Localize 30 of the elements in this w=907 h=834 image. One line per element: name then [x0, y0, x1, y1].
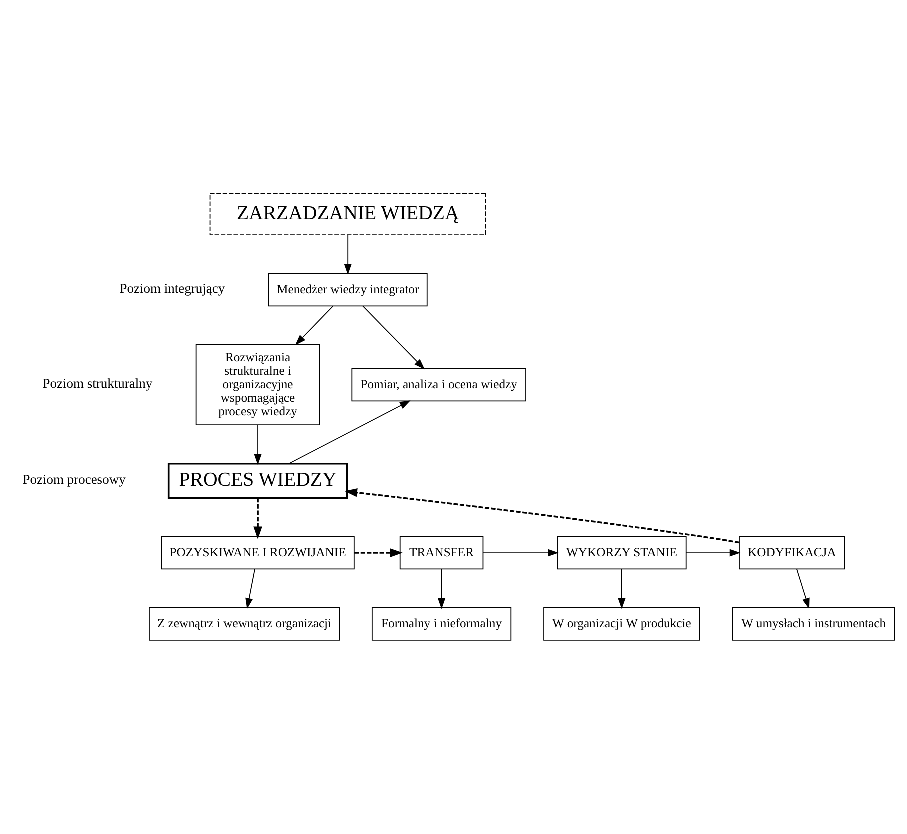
- node-box: KODYFIKACJA: [739, 536, 846, 570]
- label: Poziom strukturalny: [42, 376, 153, 392]
- node-box: WYKORZY STANIE: [557, 536, 687, 570]
- arrow: [686, 549, 741, 557]
- node-box: Formalny i nieformalny: [372, 608, 512, 641]
- label: Poziom procesowy: [22, 472, 126, 488]
- arrow: [295, 306, 334, 346]
- label: Poziom integrujący: [120, 281, 226, 296]
- node-box: TRANSFER: [400, 536, 484, 570]
- node-box: Menedżer wiedzy integrator: [268, 273, 428, 307]
- node-box: Rozwiązania strukturalne i organizacyjne wspomagające procesy wiedzy: [196, 344, 320, 426]
- arrow: [354, 548, 403, 558]
- node-box: ZARZADZANIE WIEDZĄ: [210, 193, 486, 236]
- arrow: [438, 568, 446, 610]
- arrow: [796, 568, 810, 610]
- arrow: [288, 400, 411, 464]
- node-box: POZYSKIWANE I ROZWIJANIE: [161, 536, 355, 570]
- arrow: [254, 424, 262, 466]
- arrow: [246, 568, 256, 610]
- arrow: [344, 234, 352, 275]
- arrow: [362, 306, 425, 370]
- node-box: PROCES WIEDZY: [168, 462, 348, 499]
- node-box: Z zewnątrz i wewnątrz organizacji: [149, 608, 340, 641]
- arrow: [618, 568, 626, 610]
- arrow: [344, 488, 740, 544]
- node-box: Pomiar, analiza i ocena wiedzy: [352, 368, 526, 402]
- arrow: [482, 549, 559, 557]
- node-box: W organizacji W produkcie: [544, 608, 700, 641]
- node-box: W umysłach i instrumentach: [732, 608, 896, 641]
- arrow: [254, 498, 262, 540]
